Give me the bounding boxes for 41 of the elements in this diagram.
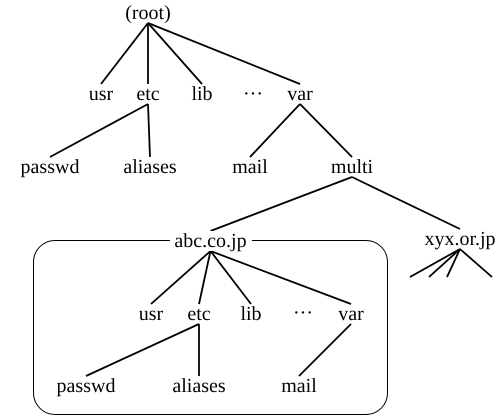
directory-name: xyx.or.jp	[424, 229, 496, 249]
directory-name: var	[287, 84, 313, 104]
directory-name: lib	[240, 304, 262, 324]
tree-branch-line	[147, 104, 151, 158]
tree-branch-line	[198, 250, 212, 304]
directory-name: usr	[88, 84, 114, 104]
directory-name: usr	[138, 304, 164, 324]
tree-branch-line	[150, 250, 212, 305]
tree-branch-line	[50, 103, 148, 158]
directory-name: passwd	[20, 157, 80, 177]
tree-branch-line	[298, 323, 352, 377]
tree-branch-line	[147, 22, 203, 85]
tree-branch-line	[147, 23, 149, 84]
tree-branch-line	[428, 248, 461, 278]
ellipsis: ···	[293, 303, 313, 323]
tree-branch-line	[459, 248, 493, 278]
tree-branch-line	[148, 22, 300, 85]
tree-branch-line	[210, 250, 352, 305]
directory-name: etc	[187, 304, 211, 324]
tree-branch-line	[210, 250, 252, 305]
tree-branch-line	[100, 22, 149, 85]
directory-name: mail	[232, 157, 268, 177]
ellipsis: ···	[243, 84, 263, 104]
tree-branch-line	[446, 248, 461, 278]
tree-branch-line	[210, 176, 352, 232]
domain-name: abc.co.jp	[169, 231, 252, 251]
directory-name: var	[338, 304, 364, 324]
tree-branch-line	[86, 323, 200, 377]
tree-branch-line	[198, 324, 200, 376]
directory-name: aliases	[123, 157, 177, 177]
directory-name: passwd	[56, 376, 116, 396]
tree-branch-line	[249, 103, 301, 158]
directory-name: lib	[191, 84, 213, 104]
directory-name: mail	[281, 376, 317, 396]
directory-name: (root)	[125, 3, 171, 23]
tree-branch-line	[352, 176, 460, 230]
tree-branch-line	[299, 103, 353, 158]
tree-branch-line	[410, 248, 460, 278]
directory-name: etc	[136, 84, 160, 104]
directory-name: multi	[330, 157, 374, 177]
directory-name: aliases	[172, 376, 226, 396]
